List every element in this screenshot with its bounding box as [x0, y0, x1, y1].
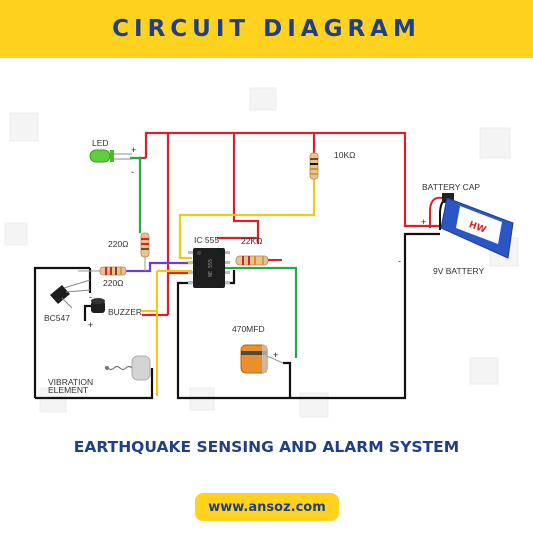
header-banner: CIRCUIT DIAGRAM [0, 0, 533, 58]
purple-wires [125, 261, 192, 273]
led-plus: + [131, 145, 136, 155]
ic-chip-text: NE 555 [208, 259, 214, 277]
battery-minus: - [398, 256, 401, 266]
wire-purple-output [125, 261, 192, 273]
buzzer-minus: - [89, 292, 92, 302]
red-wires [137, 131, 440, 317]
diagram-subtitle: EARTHQUAKE SENSING AND ALARM SYSTEM [73, 438, 460, 456]
resistor-22k [235, 255, 282, 266]
label-9v-battery: 9V BATTERY [433, 266, 485, 276]
label-10k: 10KΩ [334, 150, 356, 160]
buzzer-plus: + [88, 320, 93, 330]
label-buzzer: BUZZER [108, 307, 142, 317]
led-minus: - [131, 167, 134, 177]
yellow-wires [142, 178, 316, 396]
vibration-element [105, 355, 151, 381]
circuit-svg: NE 555 [4, 87, 519, 418]
label-220-b: 220Ω [103, 278, 124, 288]
battery-plus: + [421, 217, 426, 227]
resistor-10k [309, 152, 319, 180]
wire-red-ic-vcc [232, 133, 260, 243]
ic-555-chip: NE 555 [188, 248, 230, 288]
buzzer-component [91, 298, 105, 313]
label-led: LED [92, 138, 109, 148]
website-url[interactable]: www.ansoz.com [208, 499, 326, 515]
wire-green-cap [225, 266, 298, 358]
page-title: CIRCUIT DIAGRAM [112, 16, 421, 42]
green-wires [130, 156, 298, 358]
cap-plus: + [273, 350, 278, 360]
wire-green-led [130, 156, 142, 233]
resistor-220-a [140, 232, 150, 271]
wire-yellow-10k [178, 178, 316, 260]
label-bc547: BC547 [44, 313, 70, 323]
wire-black-vibration [35, 368, 154, 400]
circuit-diagram: NE 555 [0, 58, 533, 428]
transistor-bc547 [50, 279, 91, 309]
resistor-220-b [78, 266, 127, 276]
label-ic-555: IC 555 [194, 235, 220, 245]
wire-red-top [144, 131, 440, 228]
battery-9v: HW [429, 193, 514, 259]
label-element: ELEMENT [48, 385, 89, 395]
label-22k: 22KΩ [241, 236, 263, 246]
wire-black-ground [176, 232, 440, 400]
capacitor-470mfd [240, 344, 284, 374]
wire-black-cap [283, 361, 292, 398]
label-220-a: 220Ω [108, 239, 129, 249]
led-component [89, 149, 132, 163]
website-link[interactable]: www.ansoz.com [195, 493, 339, 521]
label-470mfd: 470MFD [232, 324, 265, 334]
label-battery-cap: BATTERY CAP [422, 182, 481, 192]
label-vibration: VIBRATION [48, 377, 94, 387]
wire-black-left [33, 266, 90, 398]
